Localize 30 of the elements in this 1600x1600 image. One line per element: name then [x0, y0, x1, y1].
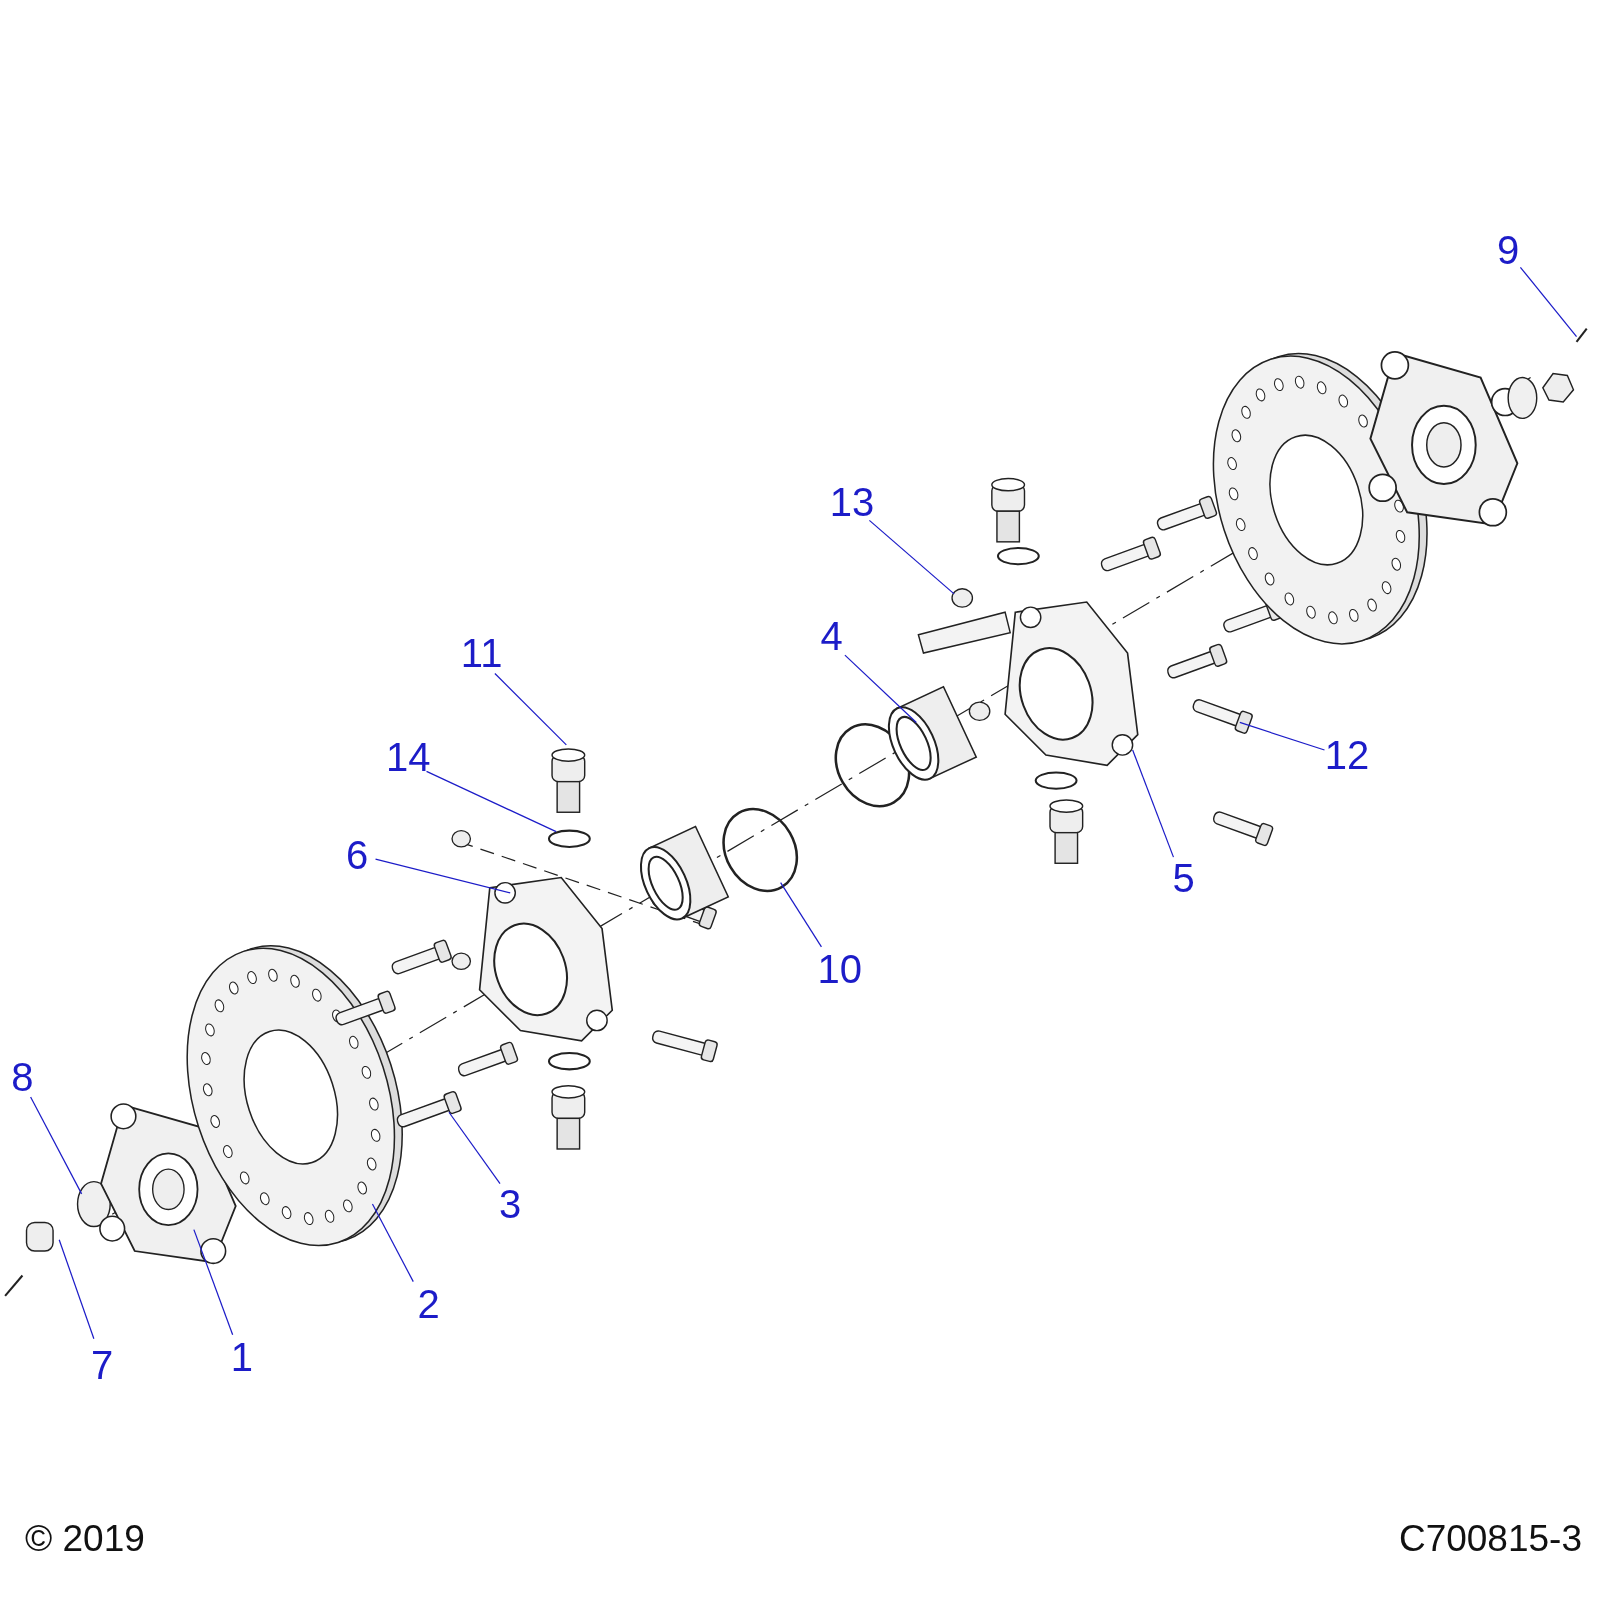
leader-line [58, 1239, 95, 1340]
leader-line [374, 858, 511, 894]
leader-line [1519, 266, 1578, 338]
leader-line [868, 519, 955, 595]
callout-number: 6 [346, 835, 369, 876]
callout-number: 9 [1497, 230, 1520, 270]
callout-number: 5 [1172, 857, 1195, 898]
leader-line [780, 882, 823, 948]
leader-line [30, 1096, 83, 1195]
leader-line [1132, 749, 1175, 858]
callout-number: 1 [230, 1337, 253, 1378]
leader-line [494, 672, 567, 746]
callout-number: 3 [499, 1184, 522, 1225]
callout-number: 11 [460, 633, 503, 674]
drawing-number: C700815-3 [1398, 1518, 1582, 1560]
callout-number: 10 [817, 949, 863, 990]
callout-number: 7 [90, 1345, 114, 1386]
callout-number: 12 [1324, 735, 1370, 776]
leader-line [425, 770, 557, 833]
leader-line [371, 1203, 414, 1283]
callout-number: 4 [820, 615, 843, 656]
copyright-note: © 2019 [25, 1518, 145, 1560]
callout-number: 14 [385, 737, 431, 778]
leader-line [844, 654, 917, 724]
leader-line [448, 1111, 501, 1185]
callout-number: 13 [829, 482, 875, 523]
leader-line [1239, 721, 1326, 751]
leader-line [193, 1229, 234, 1336]
callout-number: 8 [11, 1056, 34, 1097]
callout-number: 2 [417, 1284, 440, 1325]
